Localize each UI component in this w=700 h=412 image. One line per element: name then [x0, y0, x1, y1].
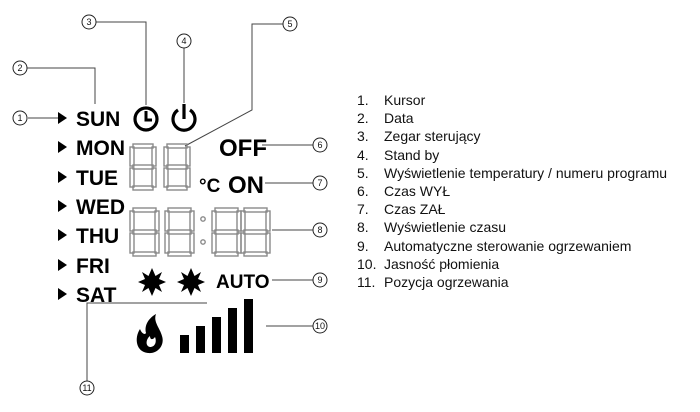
legend-item: 8.Wyświetlenie czasu [357, 219, 507, 236]
signal-bar [196, 326, 205, 353]
signal-bars-icon [180, 299, 253, 353]
day-row: TUE [58, 167, 118, 190]
leader-3 [96, 21, 147, 105]
time-colon [200, 216, 206, 245]
leader-11 [86, 302, 207, 381]
callout-2: 2 [17, 63, 22, 73]
signal-bar [212, 317, 221, 353]
callouts: 1 2 3 4 5 6 7 8 9 10 11 [12, 14, 328, 396]
signal-bar [180, 335, 189, 353]
seven-seg-digit [163, 143, 191, 191]
callout-5: 5 [287, 19, 292, 29]
callout-10: 10 [315, 321, 325, 331]
cursor-triangle-icon [58, 171, 67, 183]
seven-seg-digit [129, 143, 157, 191]
day-row: SUN [58, 108, 120, 131]
auto-label: AUTO [216, 272, 269, 293]
legend-item: 9.Automatyczne sterowanie ogrzewaniem [357, 237, 632, 254]
day-row: THU [58, 225, 119, 248]
day-label-mon: MON [76, 137, 125, 160]
off-label: OFF [219, 135, 267, 162]
callout-11: 11 [82, 383, 91, 393]
cursor-triangle-icon [58, 229, 67, 241]
day-label-wed: WED [76, 196, 125, 219]
leader-lines [26, 21, 313, 381]
clock-icon [133, 106, 159, 132]
callout-3: 3 [86, 17, 91, 27]
cursor-triangle-icon [58, 112, 67, 124]
seven-seg-digit [129, 207, 160, 257]
time-digits [129, 207, 271, 257]
legend-item: 10.Jasność płomienia [357, 255, 500, 272]
legend-item: 11.Pozycja ogrzewania [357, 274, 509, 291]
callout-4: 4 [181, 36, 186, 46]
leader-2 [26, 67, 96, 104]
day-label-thu: THU [76, 225, 119, 248]
day-label-sun: SUN [76, 108, 120, 131]
legend-item: 4.Stand by [357, 146, 440, 163]
cursor-triangle-icon [58, 141, 67, 153]
cursor-triangle-icon [58, 200, 67, 212]
legend-item: 5.Wyświetlenie temperatury / numeru prog… [357, 164, 668, 181]
seven-seg-digit [240, 207, 271, 257]
cursor-triangle-icon [58, 288, 67, 300]
callout-8: 8 [317, 225, 322, 235]
flame-icon [136, 314, 163, 354]
legend-item: 6.Czas WYŁ [357, 183, 451, 200]
legend-item: 7.Czas ZAŁ [357, 201, 446, 218]
sun-burst-icon [138, 268, 166, 296]
day-label-tue: TUE [76, 167, 118, 190]
power-icon [171, 104, 197, 132]
day-row: SAT [58, 284, 117, 307]
callout-7: 7 [317, 178, 322, 188]
day-row: FRI [58, 255, 110, 278]
day-row: WED [58, 196, 125, 219]
legend-item: 2.Data [357, 110, 414, 127]
day-list: SUN MON TUE WED THU FRI SAT [58, 108, 125, 307]
on-label: ON [228, 172, 264, 199]
sun-burst-icon [177, 268, 205, 296]
celsius-label: °C [199, 176, 221, 197]
callout-6: 6 [317, 140, 322, 150]
seven-seg-digit [164, 207, 195, 257]
callout-9: 9 [317, 275, 322, 285]
day-row: MON [58, 137, 125, 160]
day-label-fri: FRI [76, 255, 110, 278]
signal-bar [228, 308, 237, 353]
cursor-triangle-icon [58, 259, 67, 271]
legend-list: 1.Kursor 2.Data 3.Zegar sterujący 4.Stan… [357, 91, 667, 291]
legend-item: 3.Zegar sterujący [357, 128, 481, 145]
temperature-digits [129, 143, 191, 191]
leader-5 [184, 23, 283, 147]
signal-bar [244, 299, 253, 353]
legend-item: 1.Kursor [357, 92, 426, 108]
seven-seg-digit [211, 207, 242, 257]
callout-1: 1 [17, 113, 22, 123]
day-label-sat: SAT [76, 284, 117, 307]
